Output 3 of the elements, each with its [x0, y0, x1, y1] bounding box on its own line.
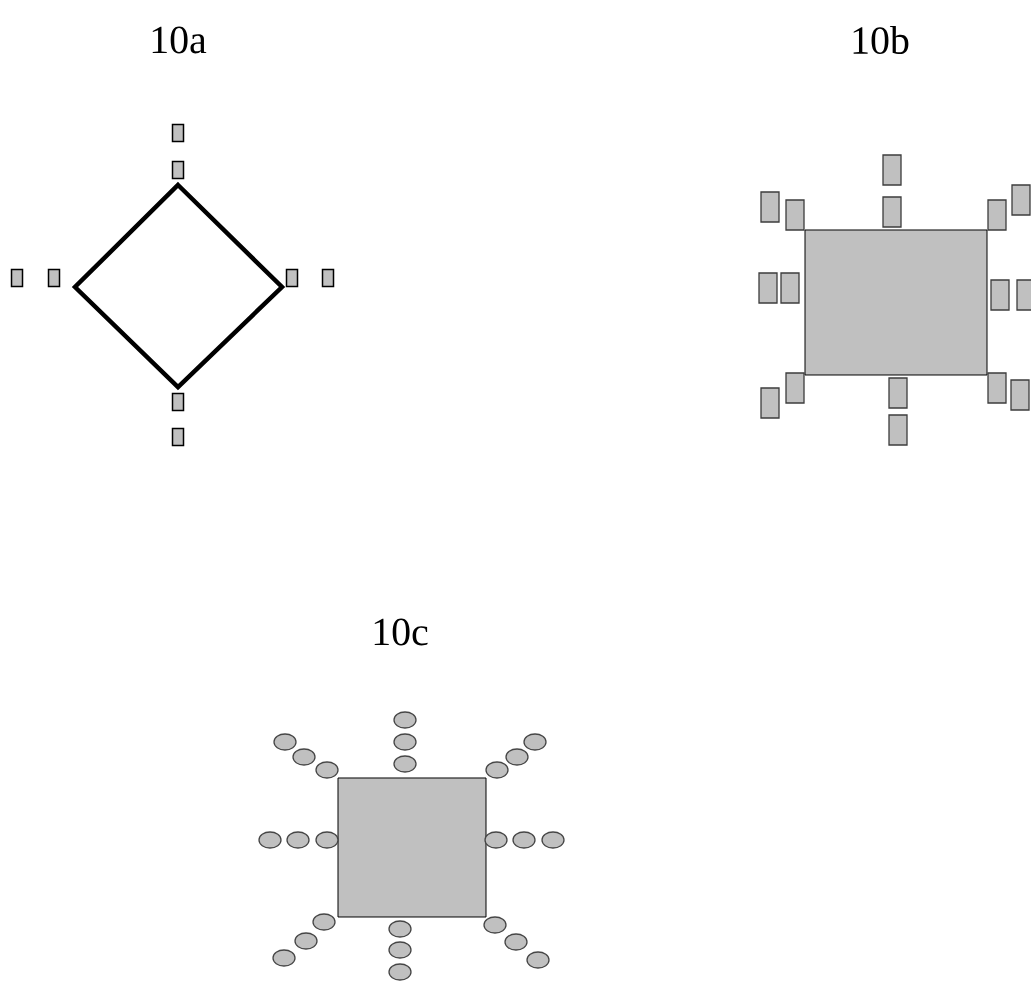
figure-label: 10c — [374, 618, 428, 646]
figure-label: 10a — [152, 26, 207, 54]
figure-label: 10b — [853, 26, 909, 54]
